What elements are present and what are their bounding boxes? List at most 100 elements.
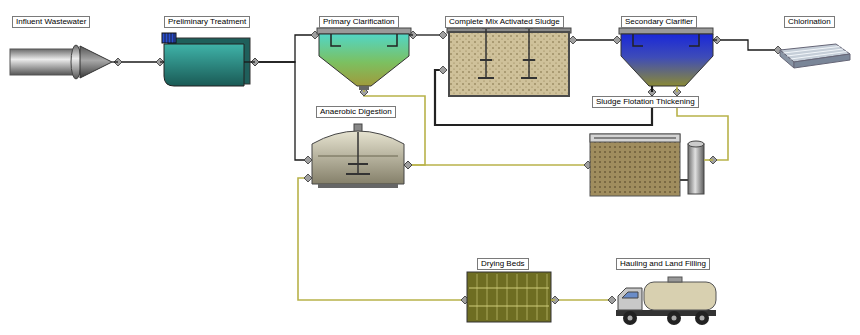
unit-label: Complete Mix Activated Sludge	[445, 16, 564, 28]
process-unit: Hauling and Land Filling	[612, 252, 727, 330]
unit-label: Hauling and Land Filling	[616, 258, 710, 270]
unit-label: Preliminary Treatment	[164, 16, 250, 28]
wheel-hub	[628, 316, 633, 321]
digester-body	[312, 131, 404, 184]
pipe-stub	[704, 159, 713, 161]
process-unit: Primary Clarification	[315, 10, 413, 92]
pipe-stub	[713, 39, 717, 40]
unit-label: Primary Clarification	[319, 16, 399, 28]
pipe-stub	[521, 77, 537, 79]
pipe-stub	[112, 61, 118, 62]
process-unit: Preliminary Treatment	[160, 10, 255, 92]
baffle	[633, 34, 643, 46]
process-unit: Chlorination	[778, 10, 853, 80]
truck-wheel	[667, 311, 681, 325]
flow-line	[413, 34, 443, 35]
truck-hatch	[668, 277, 682, 282]
pipe-stub	[409, 34, 413, 35]
truck-tank	[644, 282, 716, 310]
aeration-tank	[449, 32, 569, 96]
baffle	[689, 34, 699, 46]
flow-line	[717, 40, 778, 50]
pipe-stub	[477, 274, 478, 320]
pipe-stub	[174, 33, 175, 43]
pipe-stub	[469, 287, 549, 288]
pipe-stub	[478, 77, 494, 79]
pipe-stub	[523, 59, 535, 61]
pipe-stub	[517, 274, 518, 320]
pipe-stub	[346, 173, 370, 175]
pipe-stub	[244, 61, 255, 62]
pipe-stub	[784, 47, 840, 54]
process-unit: Anaerobic Digestion	[308, 100, 408, 192]
pipe-stub	[165, 33, 166, 43]
pipe-stub	[594, 138, 676, 139]
truck-cab	[618, 288, 642, 310]
sludge-line	[298, 178, 465, 300]
digester-base	[318, 184, 398, 188]
process-unit: Drying Beds	[465, 252, 555, 327]
pipe-stub	[485, 29, 487, 78]
baffle	[331, 34, 341, 46]
truck-window	[622, 292, 638, 298]
pipe-outlet	[80, 46, 112, 78]
unit-label: Drying Beds	[477, 258, 529, 270]
pipe-stub	[676, 86, 678, 92]
pipe-stub	[168, 33, 169, 43]
baffle	[387, 34, 397, 46]
pipe-stub	[348, 163, 368, 165]
basin-front	[794, 54, 850, 68]
pipe-stub	[363, 90, 365, 92]
flow-line	[573, 39, 617, 40]
wheel-hub	[672, 316, 677, 321]
drying-bed	[467, 272, 551, 322]
process-unit: Secondary Clarifier	[617, 10, 717, 92]
unit-label: Chlorination	[784, 16, 835, 28]
flow-line	[118, 61, 160, 62]
bar-screen	[162, 33, 176, 43]
unit-label: Influent Wastewater	[12, 16, 90, 28]
pipe-stub	[171, 33, 172, 43]
pipe-stub	[487, 274, 488, 320]
pipe-stub	[497, 274, 498, 320]
float-layer	[590, 134, 680, 142]
pipe-stub	[680, 179, 688, 181]
sludge-line	[408, 164, 588, 166]
clarifier-rim	[317, 28, 411, 34]
pipe-stub	[527, 274, 528, 320]
flow-line	[255, 35, 315, 62]
pipe-stub	[547, 274, 548, 320]
pressure-tank-top	[688, 141, 704, 147]
pipe-stub	[791, 52, 847, 60]
pipe-stub	[537, 274, 538, 320]
pipe-stub	[651, 86, 653, 92]
wheel-hub	[700, 316, 705, 321]
process-unit: Sludge Flotation Thickening	[588, 90, 713, 205]
pipe-stub	[787, 49, 843, 56]
clarifier-rim	[619, 28, 713, 34]
pipe-stub	[160, 61, 164, 62]
pressure-tank	[688, 144, 704, 194]
process-unit: Complete Mix Activated Sludge	[443, 10, 573, 105]
pipe-stub	[551, 299, 555, 301]
pipe-stub	[507, 274, 508, 320]
unit-label: Anaerobic Digestion	[316, 106, 396, 118]
pipe-stub	[357, 132, 359, 174]
truck-wheel	[623, 311, 637, 325]
process-unit: Influent Wastewater	[8, 10, 118, 90]
pipe-body	[10, 49, 76, 75]
pipe-stub	[528, 29, 530, 78]
sludge-sump	[359, 86, 369, 90]
truck-wheel	[695, 311, 709, 325]
unit-label: Sludge Flotation Thickening	[592, 96, 699, 108]
sludge-line	[555, 299, 612, 301]
flotation-tank	[590, 134, 680, 196]
pipe-stub	[480, 59, 492, 61]
flow-line	[255, 62, 308, 160]
unit-label: Secondary Clarifier	[621, 16, 697, 28]
clarifier-body	[621, 34, 713, 86]
pipe-stub	[469, 305, 549, 306]
